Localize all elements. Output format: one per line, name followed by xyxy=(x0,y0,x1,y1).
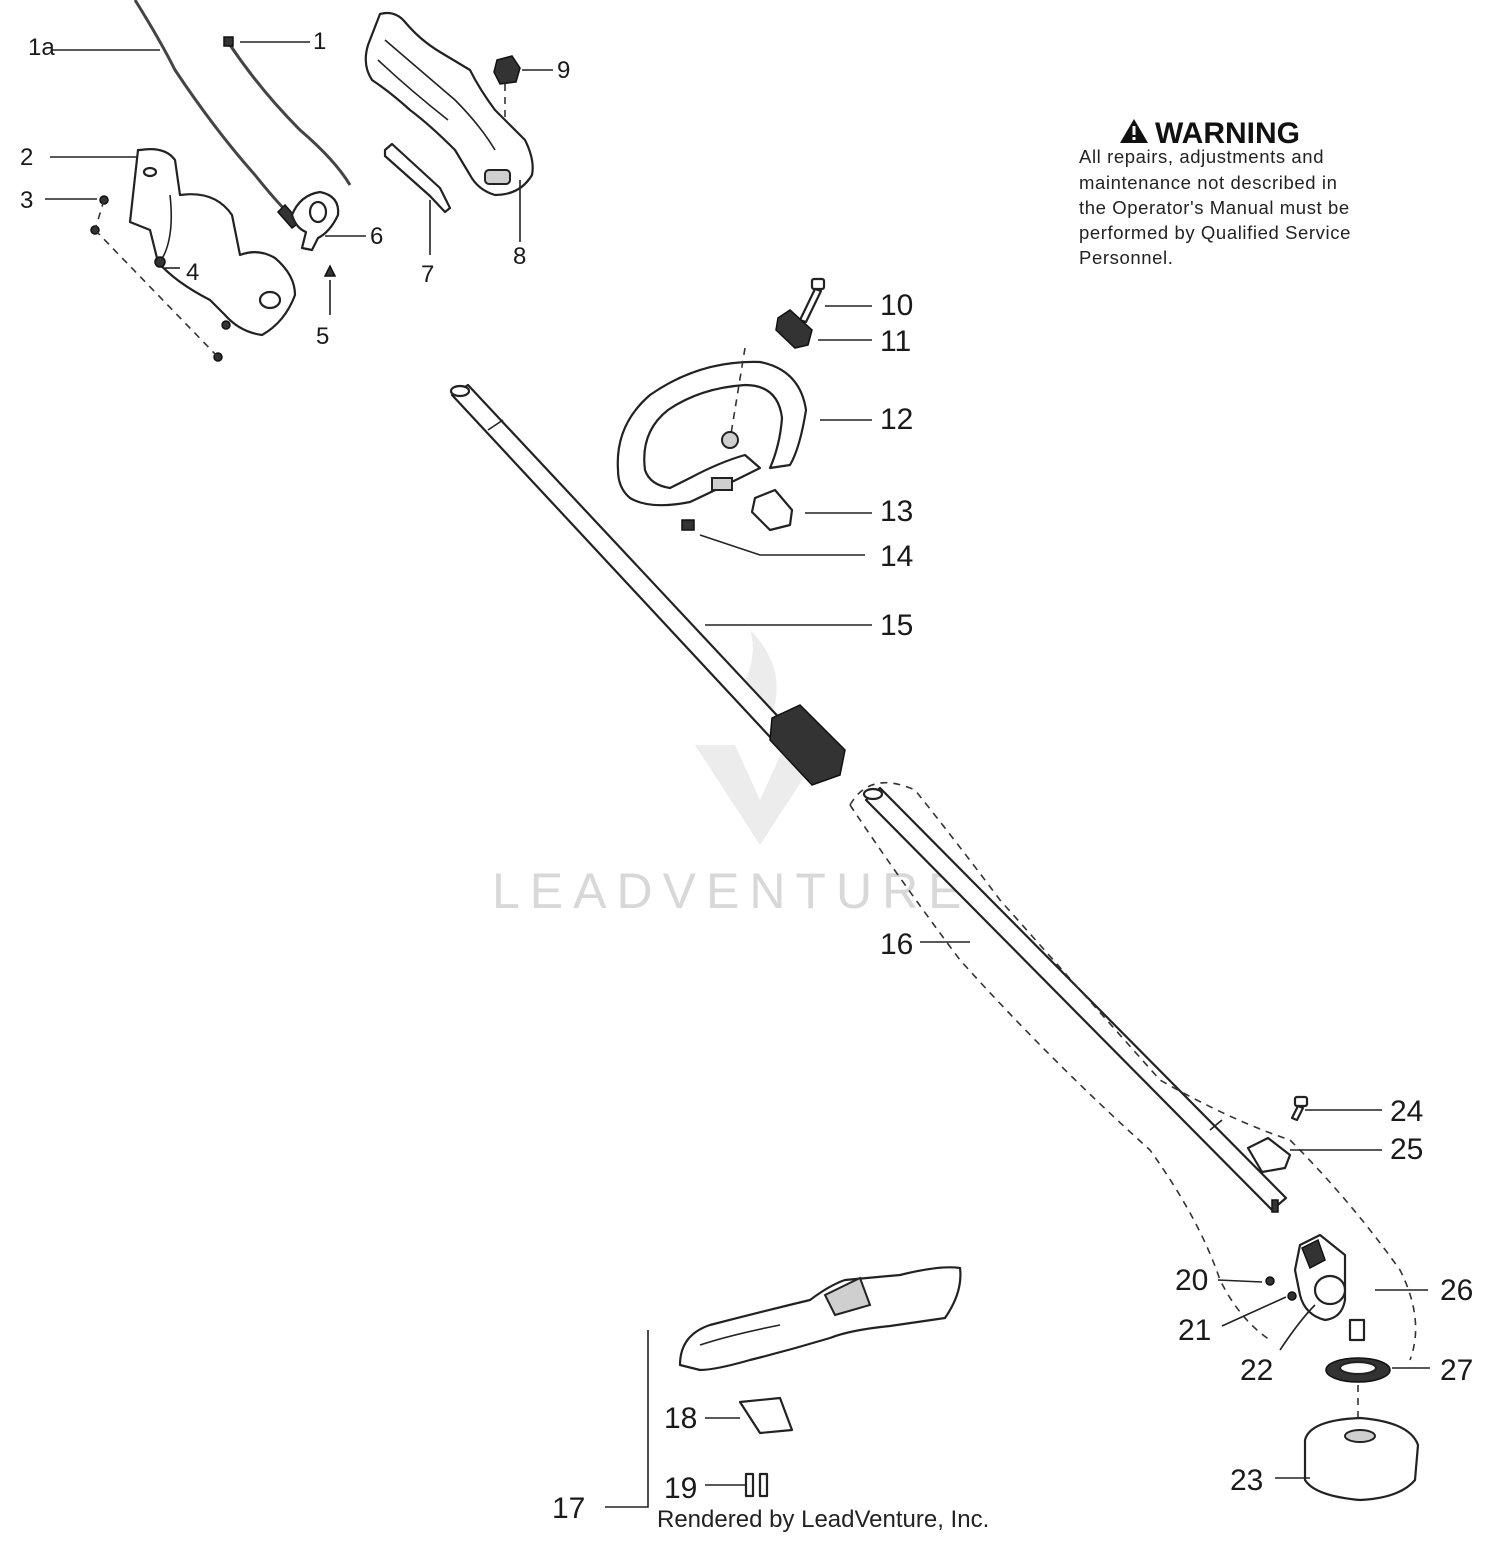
watermark: LEADVENTURE xyxy=(492,630,972,919)
label-22: 22 xyxy=(1240,1354,1273,1387)
label-14: 14 xyxy=(880,540,913,573)
label-19: 19 xyxy=(664,1472,697,1505)
warning-triangle-icon xyxy=(1120,119,1148,143)
label-11: 11 xyxy=(880,325,911,358)
label-8: 8 xyxy=(513,243,526,270)
part-23-trimmer-head[interactable] xyxy=(1303,1416,1420,1502)
label-25: 25 xyxy=(1390,1133,1423,1166)
watermark-text: LEADVENTURE xyxy=(492,863,972,919)
part-24-screw[interactable] xyxy=(1290,1095,1309,1122)
part-4-nut[interactable] xyxy=(154,256,166,268)
label-16: 16 xyxy=(880,928,913,961)
label-1: 1 xyxy=(313,28,326,55)
part-20-screw[interactable] xyxy=(1265,1276,1275,1286)
footer-credit: Rendered by LeadVenture, Inc. xyxy=(657,1506,989,1533)
part-3-screw[interactable] xyxy=(90,195,231,362)
label-24: 24 xyxy=(1390,1095,1423,1128)
warning-line: Personnel. xyxy=(1079,247,1173,268)
part-7-lever[interactable] xyxy=(383,142,452,214)
label-9: 9 xyxy=(557,57,570,84)
part-21-screw[interactable] xyxy=(1287,1291,1297,1301)
part-25-bracket[interactable] xyxy=(1246,1136,1292,1174)
part-27-washer[interactable] xyxy=(1325,1357,1391,1425)
label-13: 13 xyxy=(880,495,913,528)
part-1-wire[interactable] xyxy=(223,36,352,186)
label-17: 17 xyxy=(552,1492,585,1525)
warning-line: All repairs, adjustments and xyxy=(1079,146,1324,167)
part-8-rear-handle[interactable] xyxy=(364,11,534,197)
part-14-nut[interactable] xyxy=(681,519,695,531)
label-18: 18 xyxy=(664,1402,697,1435)
label-5: 5 xyxy=(316,323,329,350)
part-15-upper-shaft[interactable] xyxy=(449,383,846,786)
label-10: 10 xyxy=(880,289,913,322)
label-21: 21 xyxy=(1178,1314,1211,1347)
label-4: 4 xyxy=(186,259,199,286)
part-16-lower-shaft[interactable] xyxy=(849,782,1417,1361)
label-15: 15 xyxy=(880,609,913,642)
part-11-clamp-knob[interactable] xyxy=(775,309,813,349)
part-9-switch[interactable] xyxy=(493,55,521,118)
label-27: 27 xyxy=(1440,1354,1473,1387)
part-2-housing[interactable] xyxy=(128,148,297,337)
warning-notice: WARNING All repairs, adjustments and mai… xyxy=(1079,117,1351,268)
label-6: 6 xyxy=(370,223,383,250)
watermark-logo-icon xyxy=(695,745,825,845)
part-6-trigger[interactable] xyxy=(290,190,340,252)
warning-line: the Operator's Manual must be xyxy=(1079,197,1350,218)
part-17-shield[interactable] xyxy=(678,1266,962,1372)
label-12: 12 xyxy=(880,403,913,436)
label-2: 2 xyxy=(20,144,33,171)
label-3: 3 xyxy=(20,187,33,214)
label-7: 7 xyxy=(421,261,434,288)
warning-line: maintenance not described in xyxy=(1079,172,1337,193)
part-12-loop-handle[interactable] xyxy=(616,347,808,507)
part-10-screw[interactable] xyxy=(798,277,826,324)
label-26: 26 xyxy=(1440,1274,1473,1307)
label-1a: 1a xyxy=(28,34,55,61)
part-13-clamp-block[interactable] xyxy=(750,488,794,532)
leader-lines xyxy=(45,41,1430,1508)
part-5-spring[interactable] xyxy=(323,264,337,277)
label-20: 20 xyxy=(1175,1264,1208,1297)
warning-line: performed by Qualified Service xyxy=(1079,222,1351,243)
part-labels: 1a 1 2 3 4 5 6 7 8 9 10 11 12 13 14 15 1… xyxy=(20,28,1473,1525)
warning-title: WARNING xyxy=(1155,117,1300,150)
part-19-screw[interactable] xyxy=(744,1472,769,1498)
part-26-gearhead[interactable] xyxy=(1293,1233,1366,1342)
label-23: 23 xyxy=(1230,1464,1263,1497)
part-18-shield-bracket[interactable] xyxy=(738,1396,794,1435)
